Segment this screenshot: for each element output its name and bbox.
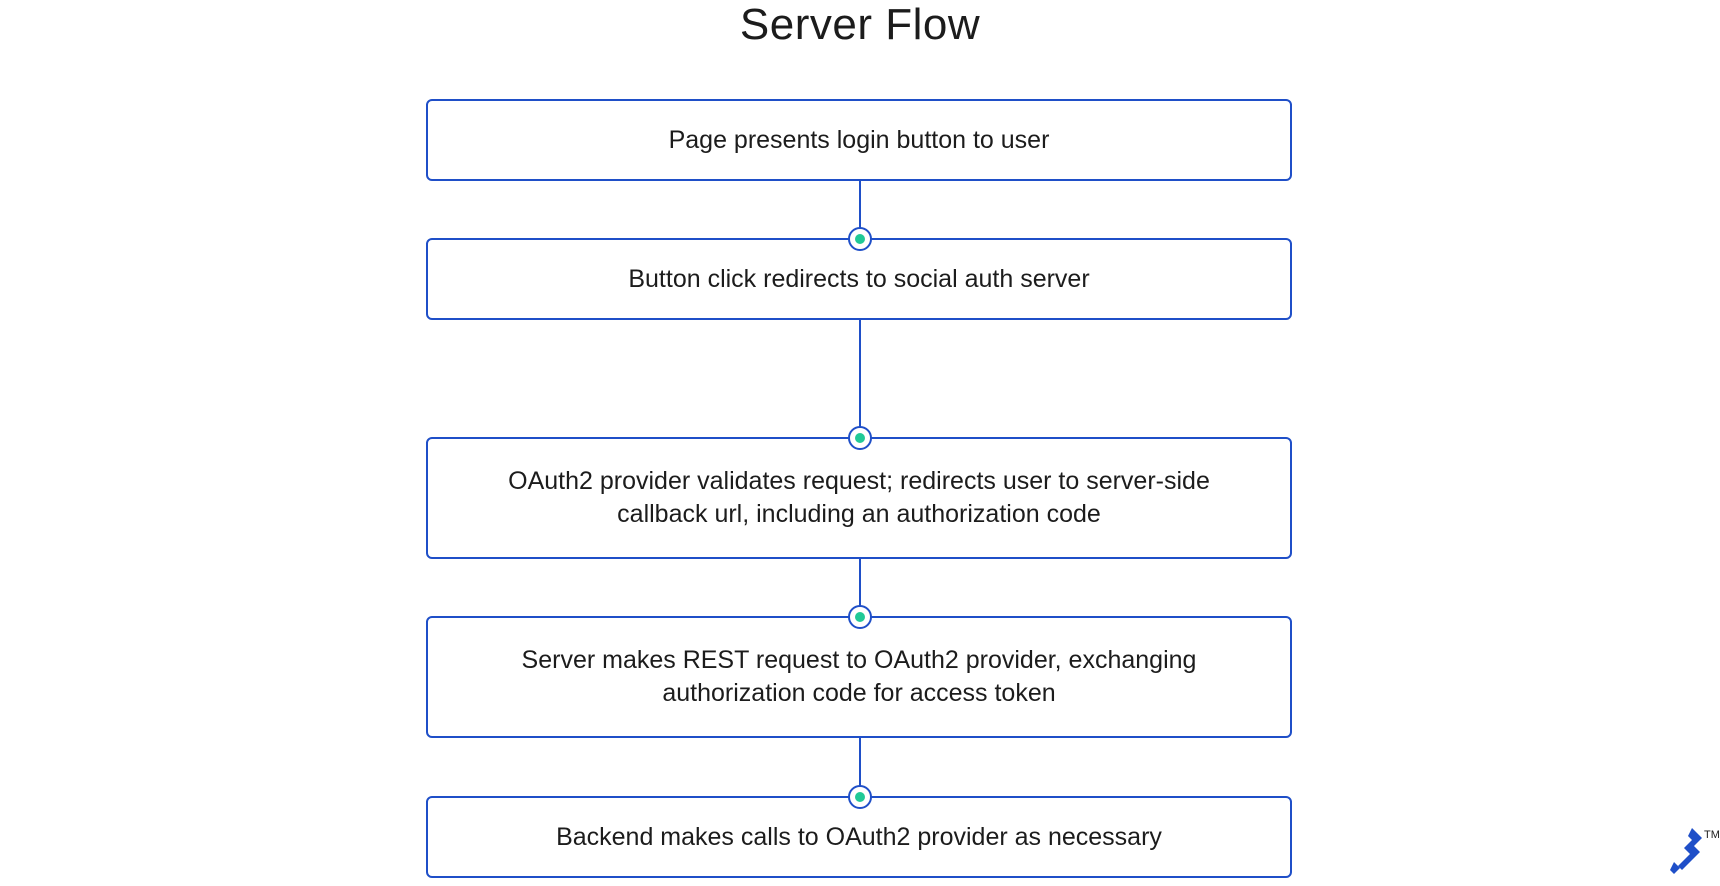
flow-step-2: Button click redirects to social auth se… — [426, 238, 1292, 320]
connector-line — [859, 737, 861, 798]
connector-line — [859, 179, 861, 240]
connector-node-icon — [848, 426, 872, 450]
step-text-line: Server makes REST request to OAuth2 prov… — [521, 646, 1197, 674]
step-text-line: OAuth2 provider validates request; redir… — [508, 467, 1210, 495]
toptal-logo-mark — [1670, 828, 1702, 874]
page-title: Server Flow — [739, 0, 981, 49]
flow-step-3: OAuth2 provider validates request; redir… — [426, 437, 1292, 559]
node-dot-icon — [855, 792, 865, 802]
step-text-line: authorization code for access token — [662, 679, 1056, 707]
toptal-logo-icon: TM — [1668, 826, 1720, 886]
step-text-line: callback url, including an authorization… — [617, 500, 1101, 528]
trademark-label: TM — [1704, 829, 1720, 841]
connector-line — [859, 319, 861, 439]
connector-node-icon — [848, 605, 872, 629]
flow-step-1: Page presents login button to user — [426, 99, 1292, 181]
connector-node-icon — [848, 785, 872, 809]
step-text-line: Page presents login button to user — [668, 125, 1050, 154]
step-text-line: Button click redirects to social auth se… — [628, 264, 1090, 293]
node-dot-icon — [855, 433, 865, 443]
connector-node-icon — [848, 227, 872, 251]
node-dot-icon — [855, 612, 865, 622]
flow-step-4: Server makes REST request to OAuth2 prov… — [426, 616, 1292, 738]
step-text-line: Backend makes calls to OAuth2 provider a… — [556, 822, 1162, 851]
connector-line — [859, 558, 861, 618]
node-dot-icon — [855, 234, 865, 244]
flow-step-5: Backend makes calls to OAuth2 provider a… — [426, 796, 1292, 878]
